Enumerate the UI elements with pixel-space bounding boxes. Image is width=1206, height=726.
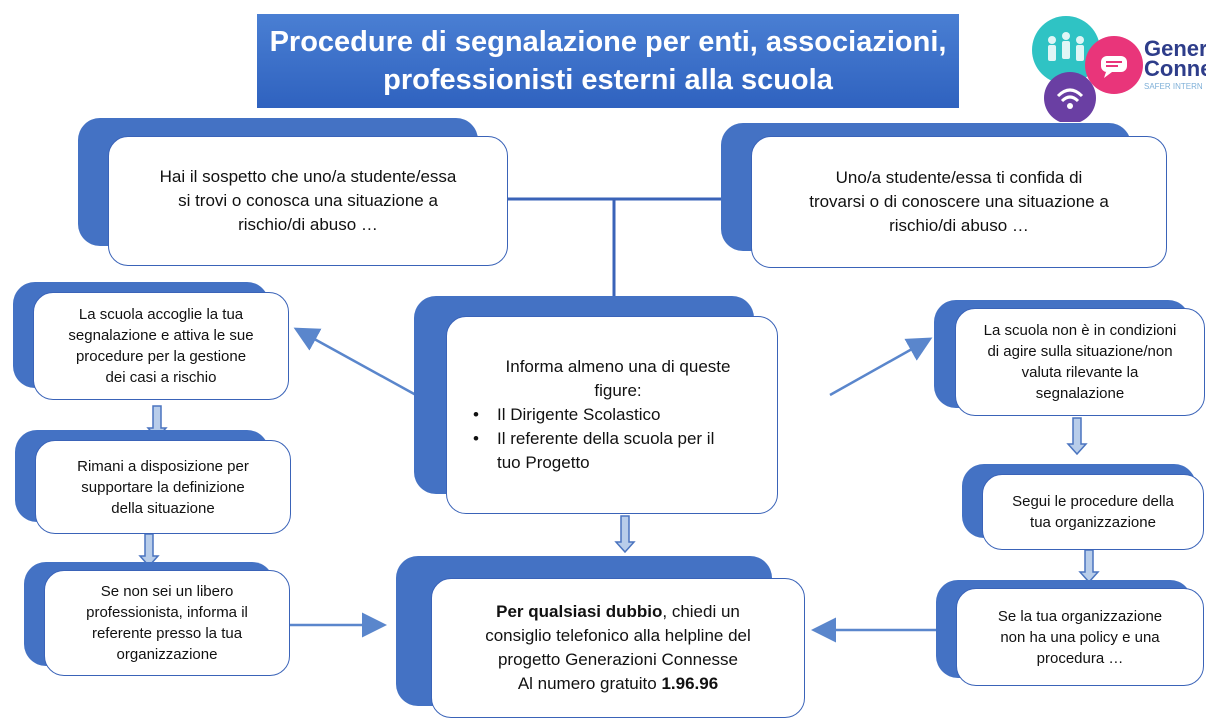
logo-text-generazioni: Genera [1144, 36, 1206, 61]
title-line-2: professionisti esterni alla scuola [383, 64, 833, 96]
right-box-1: La scuola non è in condizioni di agire s… [955, 308, 1205, 416]
logo-text-connesse: Conne [1144, 56, 1206, 81]
top-right-box: Uno/a studente/essa ti confida di trovar… [751, 136, 1167, 268]
right-box-3-line-3: procedura … [1036, 649, 1124, 667]
right-box-1-line-1: La scuola non è in condizioni [983, 322, 1177, 339]
generazioni-connesse-logo: Genera Conne SAFER INTERN [1020, 10, 1206, 122]
down-arrow-right-1 [1066, 417, 1088, 456]
left-box-1-line-4: dei casi a rischio [105, 369, 217, 386]
left-box-3-line-3: referente presso la tua [91, 625, 243, 642]
left-box-2: Rimani a disposizione per supportare la … [35, 440, 291, 534]
top-right-line-2: trovarsi o di conoscere una situazione a [809, 192, 1109, 211]
left-box-2-line-3: della situazione [111, 499, 215, 517]
logo-graphic [1032, 16, 1143, 122]
central-intro-line-1: Informa almeno una di queste [505, 357, 731, 376]
left-box-1-line-1: La scuola accoglie la tua [78, 306, 244, 323]
left-box-3-line-1: Se non sei un libero [100, 583, 234, 600]
bottom-line-1-rest: , chiedi un [662, 602, 740, 621]
title-banner: Procedure di segnalazione per enti, asso… [257, 14, 959, 108]
left-box-1: La scuola accoglie la tua segnalazione e… [33, 292, 289, 400]
top-right-line-1: Uno/a studente/essa ti confida di [835, 168, 1083, 187]
arrow-to-left-box [293, 327, 417, 397]
right-box-3-line-1: Se la tua organizzazione [997, 607, 1163, 625]
top-left-line-2: si trovi o conosca una situazione a [178, 191, 438, 210]
left-box-1-line-2: segnalazione e attiva le sue [68, 327, 254, 344]
down-arrow-left-2 [138, 533, 160, 568]
bottom-helpline-box: Per qualsiasi dubbio, chiedi un consigli… [431, 578, 805, 718]
top-left-box: Hai il sospetto che uno/a studente/essa … [108, 136, 508, 266]
right-box-2-line-2: tua organizzazione [1030, 514, 1156, 531]
bottom-line-4: Al numero gratuito 1.96.96 [518, 672, 718, 696]
bottom-line-1: Per qualsiasi dubbio, chiedi un [496, 600, 740, 624]
bottom-line-1-bold: Per qualsiasi dubbio [496, 602, 663, 621]
down-arrow-center [614, 515, 636, 554]
left-box-3-line-4: organizzazione [116, 646, 218, 663]
logo-text-safer-internet: SAFER INTERN [1144, 82, 1203, 91]
top-left-line-1: Hai il sospetto che uno/a studente/essa [159, 167, 457, 186]
left-box-2-line-2: supportare la definizione [81, 478, 245, 496]
top-left-line-3: rischio/di abuso … [238, 215, 378, 234]
right-box-1-line-3: valuta rilevante la [1021, 364, 1139, 381]
central-figure-list: Il Dirigente Scolastico Il referente del… [467, 403, 714, 475]
right-box-1-line-4: segnalazione [1035, 385, 1125, 402]
central-box: Informa almeno una di queste figure: Il … [446, 316, 778, 514]
central-bullet-1: Il Dirigente Scolastico [473, 403, 714, 427]
bottom-line-3: progetto Generazioni Connesse [497, 650, 739, 669]
arrow-to-right-box [829, 337, 933, 397]
central-intro-line-2: figure: [594, 381, 642, 400]
bottom-line-4-prefix: Al numero gratuito [517, 674, 662, 693]
bottom-line-2: consiglio telefonico alla helpline del [485, 626, 751, 645]
right-box-2: Segui le procedure della tua organizzazi… [982, 474, 1204, 550]
right-box-3: Se la tua organizzazione non ha una poli… [956, 588, 1204, 686]
right-box-3-line-2: non ha una policy e una [1000, 628, 1160, 646]
helpline-number: 1.96.96 [661, 674, 719, 693]
left-box-3: Se non sei un libero professionista, inf… [44, 570, 290, 676]
down-arrow-right-2 [1078, 549, 1100, 584]
title-line-1: Procedure di segnalazione per enti, asso… [269, 26, 947, 58]
left-box-1-line-3: procedure per la gestione [75, 348, 247, 365]
left-box-2-line-1: Rimani a disposizione per [77, 457, 249, 475]
right-box-2-line-1: Segui le procedure della [1012, 493, 1174, 510]
right-box-1-line-2: di agire sulla situazione/non [987, 343, 1173, 360]
left-box-3-line-2: professionista, informa il [86, 604, 248, 621]
top-right-line-3: rischio/di abuso … [889, 216, 1029, 235]
